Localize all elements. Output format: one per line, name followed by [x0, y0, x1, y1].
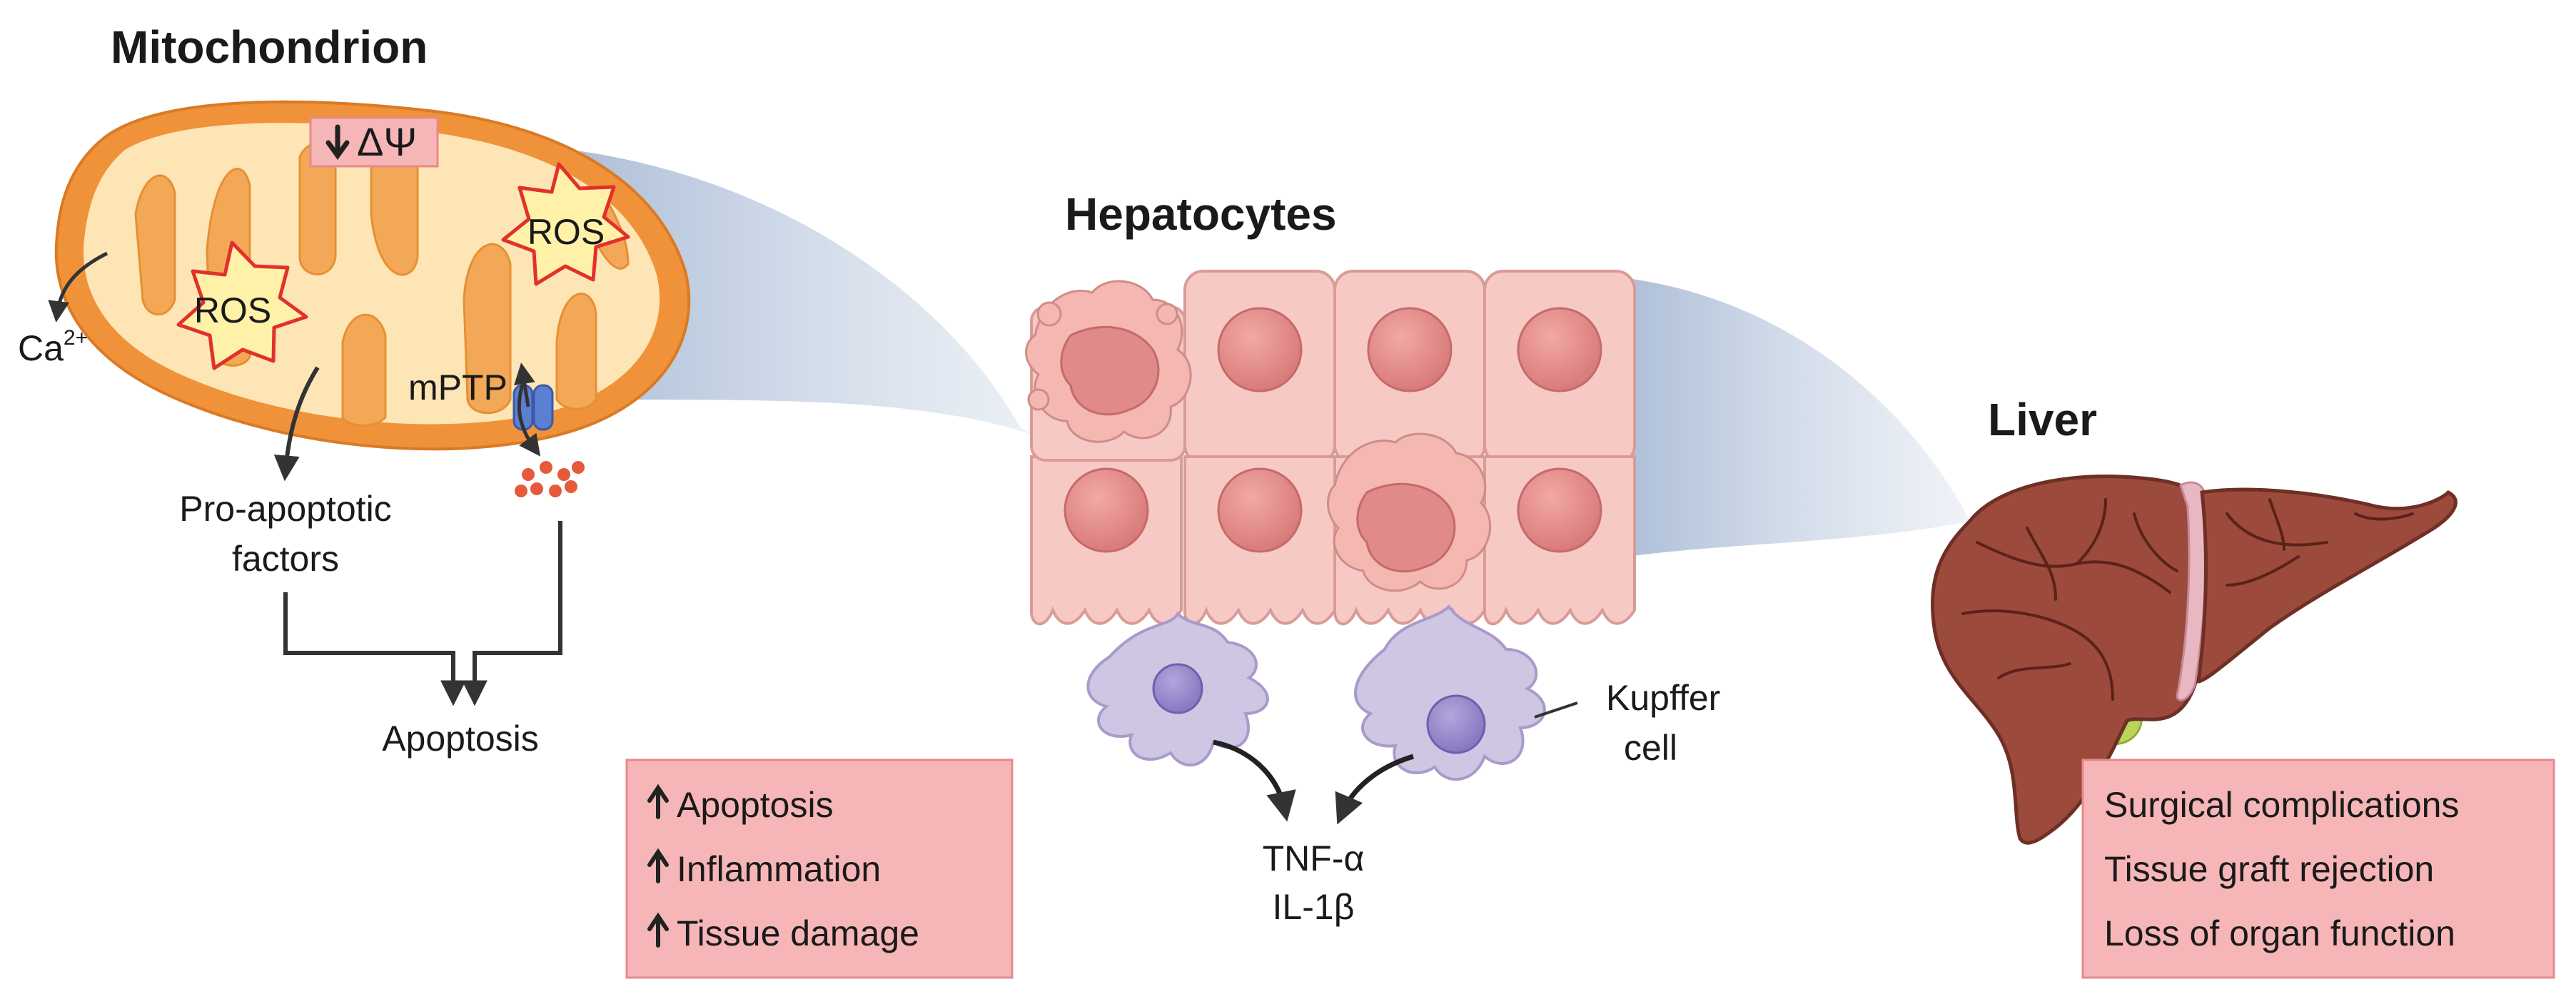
outcome-item: Loss of organ function [2104, 913, 2455, 953]
title-liver: Liver [1988, 394, 2097, 445]
title-mitochondrion: Mitochondrion [111, 21, 428, 73]
calcium-efflux-arrow [48, 251, 108, 323]
membrane-potential-box [309, 116, 439, 168]
mptp-label: mPTP [408, 367, 507, 407]
kupffer-leader-line [1534, 701, 1578, 719]
hepatocyte-cell [1183, 270, 1336, 465]
zoom-beam-hepatocytes-to-liver [1627, 278, 1970, 557]
pro-apoptotic-label-line1: Pro-apoptotic [179, 489, 391, 529]
up-arrow-icon [647, 848, 669, 883]
pro-apoptotic-to-apoptosis-arrow [283, 592, 466, 706]
ros-star-left: ROS [176, 240, 308, 370]
hepatocyte-cluster [1025, 270, 1636, 626]
mitochondrion: ΔΨ ROS ROS mPTP Ca2+ Pro-apoptotic [18, 100, 691, 759]
effect-item-label: Tissue damage [677, 913, 919, 953]
effect-item: Inflammation [647, 848, 881, 889]
pro-apoptotic-release-arrow [273, 366, 320, 482]
kupffer-cell-left [1086, 611, 1269, 767]
mptp-to-apoptosis-arrow [462, 521, 562, 706]
apoptotic-hepatocyte-bottom [1327, 432, 1492, 626]
down-arrow-icon [325, 124, 350, 160]
up-arrow-icon [647, 784, 669, 819]
mptp-arrow-head [514, 362, 535, 407]
apoptosis-label: Apoptosis [382, 719, 539, 759]
cytokine-arrow-right [1335, 754, 1415, 825]
ros-label-left: ROS [194, 290, 271, 330]
ros-star-right: ROS [501, 162, 630, 286]
released-particles [515, 461, 585, 497]
membrane-potential-label: ΔΨ [357, 119, 417, 164]
kupffer-cell-right [1353, 604, 1546, 781]
cytokine-label-2: IL-1β [1273, 887, 1355, 927]
outcome-item: Tissue graft rejection [2104, 849, 2434, 889]
liver-illustration [1931, 475, 2458, 845]
liver-veins [1961, 498, 2414, 701]
effect-item-label: Apoptosis [677, 785, 834, 825]
ros-label-right: ROS [527, 212, 605, 252]
hepatocyte-cell [1333, 270, 1486, 465]
cytokine-arrow-left [1213, 739, 1296, 822]
pro-apoptotic-label-line2: factors [232, 539, 339, 579]
zoom-beam-mito-to-hepatocytes [571, 150, 1035, 435]
effects-box: Apoptosis Inflammation Tissue damage [625, 759, 1014, 979]
effect-item: Tissue damage [647, 912, 919, 953]
calcium-label: Ca2+ [18, 326, 88, 368]
hepatocyte-cell [1483, 455, 1636, 626]
liver-left-lobe [2196, 487, 2458, 684]
title-hepatocytes: Hepatocytes [1065, 188, 1337, 240]
liver-right-lobe [1931, 475, 2207, 845]
mptp-release-arrow [517, 377, 541, 457]
cytokine-label-1: TNF-α [1263, 838, 1365, 878]
hepatocyte-cell [1183, 455, 1336, 626]
hepatocyte-cell [1483, 270, 1636, 465]
outcome-item: Surgical complications [2104, 785, 2459, 825]
effect-item-label: Inflammation [677, 849, 881, 889]
outcomes-box: Surgical complications Tissue graft reje… [2081, 759, 2555, 979]
kupffer-label-line1: Kupffer [1606, 678, 1720, 718]
up-arrow-icon [647, 912, 669, 948]
hepatocyte-cell [1030, 455, 1183, 626]
kupffer-label-line2: cell [1624, 728, 1677, 768]
apoptotic-hepatocyte-top [1025, 280, 1192, 462]
effect-item: Apoptosis [647, 784, 834, 825]
